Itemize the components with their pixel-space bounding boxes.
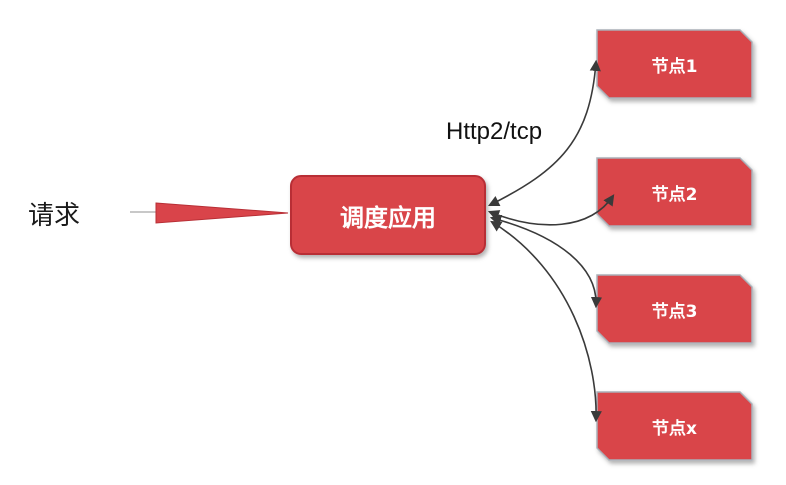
node-3-label: 节点3 xyxy=(651,301,698,322)
node-box-x xyxy=(596,391,753,461)
node-2-label: 节点2 xyxy=(651,184,698,205)
scheduler-label: 调度应用 xyxy=(340,203,436,232)
connector-node-3 xyxy=(489,214,603,309)
connector-node-2 xyxy=(487,194,615,226)
request-arrow-wedge xyxy=(155,202,289,224)
request-label: 请求 xyxy=(28,201,81,231)
scheduler-box xyxy=(290,175,486,255)
node-1-label: 节点1 xyxy=(651,56,698,77)
protocol-label: Http2/tcp xyxy=(446,118,543,145)
node-x-label: 节点x xyxy=(652,418,697,439)
connector-node-x xyxy=(490,220,602,423)
connector-node-1 xyxy=(487,59,601,207)
